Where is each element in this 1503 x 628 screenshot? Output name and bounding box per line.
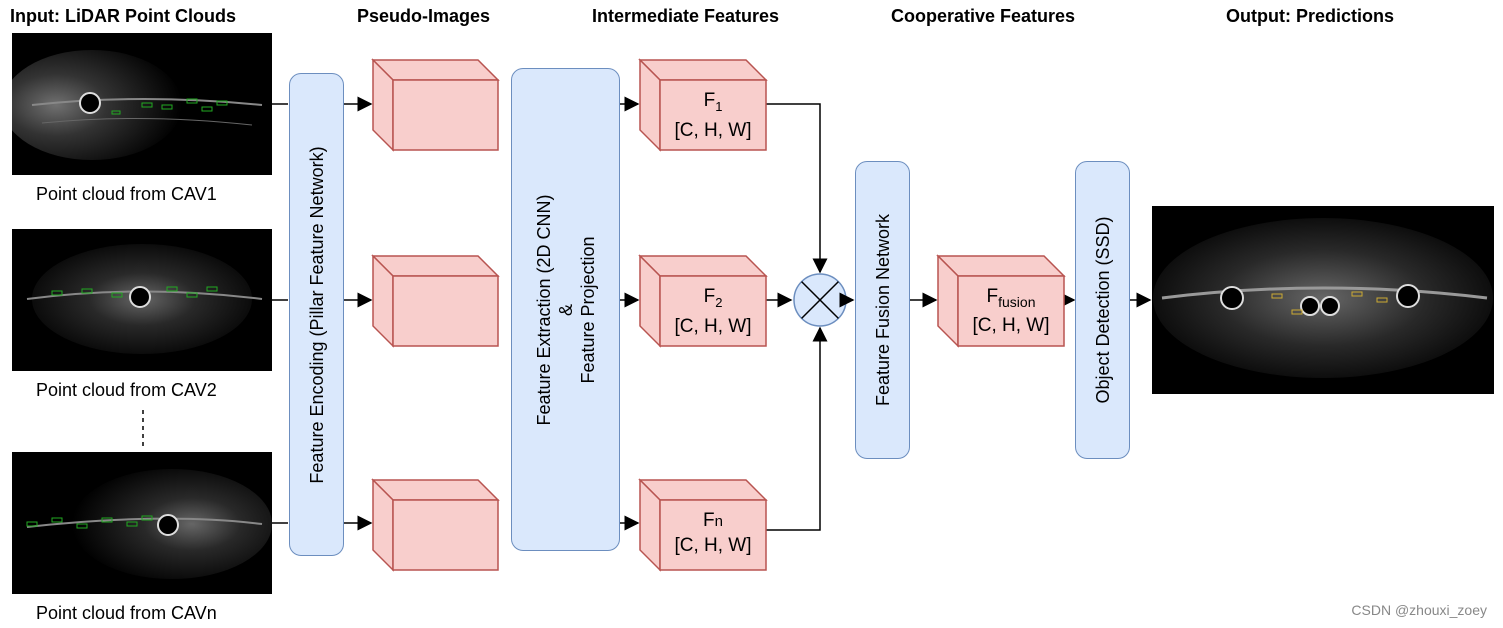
ffusion-shape: [C, H, W] (972, 314, 1050, 336)
feature-f1-label: F1 [C, H, W] (660, 89, 766, 143)
feature-extraction-line3: Feature Projection (577, 235, 598, 384)
feature-extraction-line2: & (555, 303, 576, 316)
f2-shape: [C, H, W] (674, 315, 752, 337)
caption-cav2: Point cloud from CAV2 (36, 380, 217, 400)
feature-fn-label: Fn [C, H, W] (660, 509, 766, 558)
pseudo-image-cube-n (371, 478, 500, 572)
f1-shape: [C, H, W] (674, 119, 752, 141)
feature-fusion-network-block: Feature Fusion Network (855, 161, 910, 459)
watermark: CSDN @zhouxi_zoey (1351, 602, 1487, 618)
fn-shape: [C, H, W] (674, 535, 752, 556)
ffusion-symbol: F (986, 286, 999, 307)
caption-cavn: Point cloud from CAVn (36, 603, 217, 623)
lidar-image-cavn (12, 452, 272, 594)
object-detection-block: Object Detection (SSD) (1075, 161, 1130, 459)
feature-encoding-label: Feature Encoding (Pillar Feature Network… (306, 145, 327, 484)
f2-subscript: 2 (715, 294, 723, 310)
header-input: Input: LiDAR Point Clouds (10, 6, 236, 26)
feature-fusion-network-label: Feature Fusion Network (872, 213, 893, 407)
feature-ffusion-label: Ffusion [C, H, W] (958, 285, 1064, 338)
header-intermediate-features: Intermediate Features (592, 6, 780, 26)
header-cooperative-features: Cooperative Features (891, 6, 1076, 26)
lidar-image-cav2 (12, 229, 272, 371)
lidar-image-cav1 (12, 33, 272, 175)
feature-extraction-block: Feature Extraction (2D CNN) & Feature Pr… (511, 68, 620, 551)
feature-encoding-block: Feature Encoding (Pillar Feature Network… (289, 73, 344, 556)
arrow-f1-fusion (766, 103, 828, 274)
arrow-fn-fusion (766, 326, 828, 531)
pseudo-image-cube-1 (371, 58, 500, 152)
f1-subscript: 1 (715, 98, 723, 114)
f2-symbol: F (703, 286, 716, 307)
fn-symbol: F (703, 510, 715, 531)
feature-f2-label: F2 [C, H, W] (660, 285, 766, 339)
pseudo-image-cube-2 (371, 254, 500, 348)
f1-symbol: F (703, 90, 716, 111)
object-detection-label: Object Detection (SSD) (1092, 216, 1113, 404)
output-prediction-image (1152, 206, 1494, 394)
fn-subscript: n (714, 513, 723, 530)
caption-cav1: Point cloud from CAV1 (36, 184, 217, 204)
feature-extraction-line1: Feature Extraction (2D CNN) (533, 193, 554, 426)
fusion-operator-icon (793, 273, 847, 327)
ffusion-subscript: fusion (998, 293, 1036, 310)
header-output: Output: Predictions (1226, 6, 1394, 26)
feature-extraction-label: Feature Extraction (2D CNN) & Feature Pr… (533, 194, 599, 425)
header-pseudo-images: Pseudo-Images (357, 6, 491, 26)
